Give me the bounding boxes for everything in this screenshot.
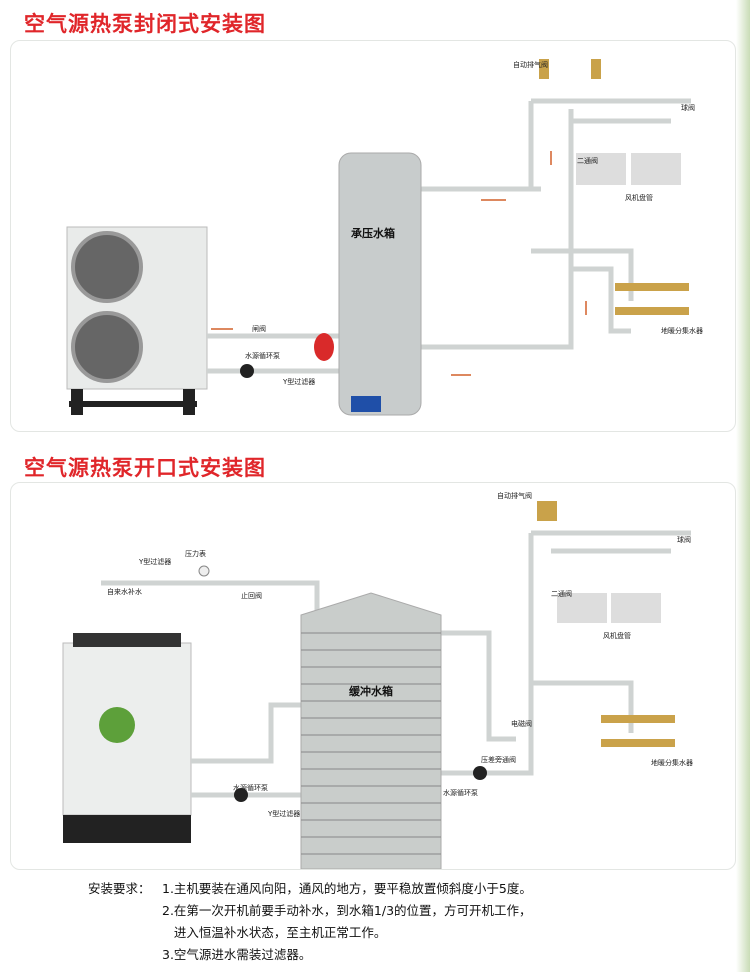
label-pressure-gauge: 压力表 [185,550,206,558]
label-two-way-valve: 二通阀 [551,590,572,598]
tank-label: 承压水箱 [351,227,395,240]
fan-coil-units [539,59,681,185]
label-manifold: 地暖分集水器 [651,759,693,767]
tank-label: 缓冲水箱 [349,685,393,698]
label-manifold: 地暖分集水器 [661,327,703,335]
note-item: 2.在第一次开机前要手动补水，到水箱1/3的位置，方可开机工作， [162,903,532,918]
pressure-tank [338,152,422,416]
installation-notes: 安装要求： 1.主机要装在通风向阳，通风的地方，要平稳放置倾斜度小于5度。 2.在… [88,878,532,966]
note-item: 1.主机要装在通风向阳，通风的地方，要平稳放置倾斜度小于5度。 [162,881,532,896]
label-tap-water: 自来水补水 [107,588,142,596]
pump-icon [240,364,254,378]
label-y-filter: Y型过滤器 [283,378,316,386]
note-item: 进入恒温补水状态，至主机正常工作。 [162,925,387,940]
open-system-title: 空气源热泵开口式安装图 [24,456,266,480]
buffer-tank [300,592,442,869]
heat-pump-unit [66,226,208,415]
fan-coil-units [537,501,661,623]
heat-pump-unit [62,633,192,843]
label-two-way-valve: 二通阀 [577,157,598,165]
label-y-filter-left: Y型过滤器 [268,810,301,818]
label-ball-valve: 球阀 [677,536,691,544]
label-air-vent: 自动排气阀 [513,61,548,69]
pressure-gauge-icon [198,565,210,577]
pump-icon [473,766,487,780]
label-solenoid-valve: 电磁阀 [511,720,532,728]
closed-system-title: 空气源热泵封闭式安装图 [24,12,266,36]
open-diagram-drawing [62,501,691,869]
open-system-diagram: 缓冲水箱 自动排气阀 球阀 二通阀 风机盘管 地暖分集水器 电磁阀 压差旁通阀 … [10,482,736,870]
label-air-vent: 自动排气阀 [497,492,532,500]
label-check-valve: 止回阀 [241,592,262,600]
pump-icon [234,788,248,802]
pipes [207,98,691,374]
flow-arrows [211,151,587,376]
label-fan-coil: 风机盘管 [603,632,631,640]
expansion-tank [314,333,334,361]
label-fan-coil: 风机盘管 [625,194,653,202]
closed-diagram-drawing [66,59,691,416]
manifold [601,715,675,747]
notes-heading: 安装要求： [88,881,151,896]
label-pump-left: 水源循环泵 [233,784,268,792]
label-ball-valve: 球阀 [681,104,695,112]
label-bypass-valve: 压差旁通阀 [481,756,516,764]
decorative-stripe [736,0,750,972]
tank-bands [301,632,441,855]
note-item: 3.空气源进水需装过滤器。 [162,947,312,962]
label-gate-valve: 闸阀 [252,325,266,333]
closed-system-diagram: 承压水箱 自动排气阀 球阀 二通阀 风机盘管 地暖分集水器 闸阀 水源循环泵 Y… [10,40,736,432]
label-y-filter-top: Y型过滤器 [139,558,172,566]
label-pump: 水源循环泵 [245,352,280,360]
manifold [615,283,689,315]
label-pump-right: 水源循环泵 [443,789,478,797]
